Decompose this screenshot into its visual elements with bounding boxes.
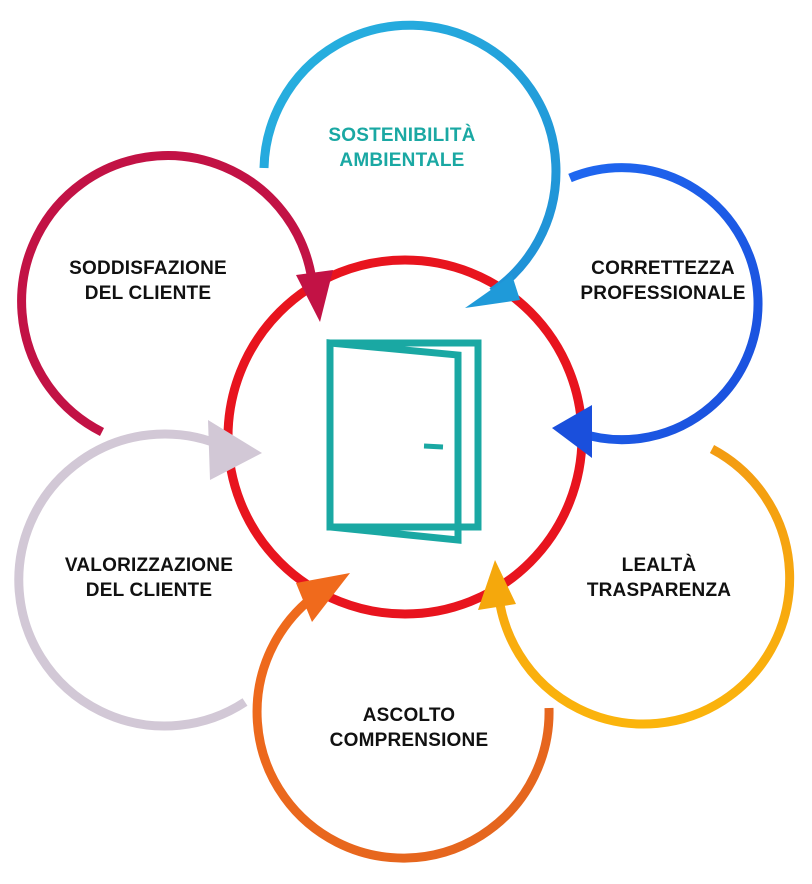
soddisfazione-arrowhead-icon: [296, 270, 333, 322]
node-label-ascolto: ASCOLTO COMPRENSIONE: [330, 703, 489, 753]
ascolto-arrow-arc: [252, 588, 554, 863]
node-label-valorizzazione: VALORIZZAZIONE DEL CLIENTE: [65, 553, 233, 603]
lealta-line-1: LEALTÀ: [621, 555, 697, 576]
sostenibilita-arrow-arc: [259, 20, 561, 296]
valorizzazione-arrowhead-icon: [208, 420, 262, 480]
valorizzazione-arrow-arc: [14, 429, 248, 731]
node-label-sostenibilita: SOSTENIBILITÀ AMBIENTALE: [328, 123, 475, 173]
soddisfazione-line-2: DEL CLIENTE: [84, 283, 212, 304]
soddisfazione-line-1: SODDISFAZIONE: [69, 258, 227, 279]
valorizzazione-line-1: VALORIZZAZIONE: [64, 555, 234, 576]
valorizzazione-line-2: DEL CLIENTE: [85, 580, 213, 601]
node-label-lealta: LEALTÀ TRASPARENZA: [587, 553, 731, 603]
lealta-line-2: TRASPARENZA: [586, 580, 732, 601]
node-label-correttezza: CORRETTEZZA PROFESSIONALE: [580, 256, 745, 306]
correttezza-arrowhead-icon: [552, 405, 592, 458]
center-ring: [223, 255, 587, 619]
open-door-icon: [326, 339, 482, 544]
sostenibilita-arrowhead-icon: [465, 275, 520, 308]
ascolto-arrowhead-icon: [296, 573, 350, 622]
lealta-arrowhead-icon: [478, 560, 516, 610]
sostenibilita-line-1: SOSTENIBILITÀ: [328, 125, 476, 146]
ascolto-line-1: ASCOLTO: [362, 705, 456, 726]
correttezza-arrow-arc: [568, 163, 763, 445]
ascolto-line-2: COMPRENSIONE: [329, 730, 489, 751]
correttezza-line-2: PROFESSIONALE: [580, 283, 746, 304]
correttezza-line-1: CORRETTEZZA: [591, 258, 735, 279]
sostenibilita-line-2: AMBIENTALE: [339, 150, 465, 171]
soddisfazione-arrow-arc: [17, 151, 317, 437]
node-label-soddisfazione: SODDISFAZIONE DEL CLIENTE: [69, 256, 227, 306]
lealta-arrow-arc: [493, 445, 795, 729]
